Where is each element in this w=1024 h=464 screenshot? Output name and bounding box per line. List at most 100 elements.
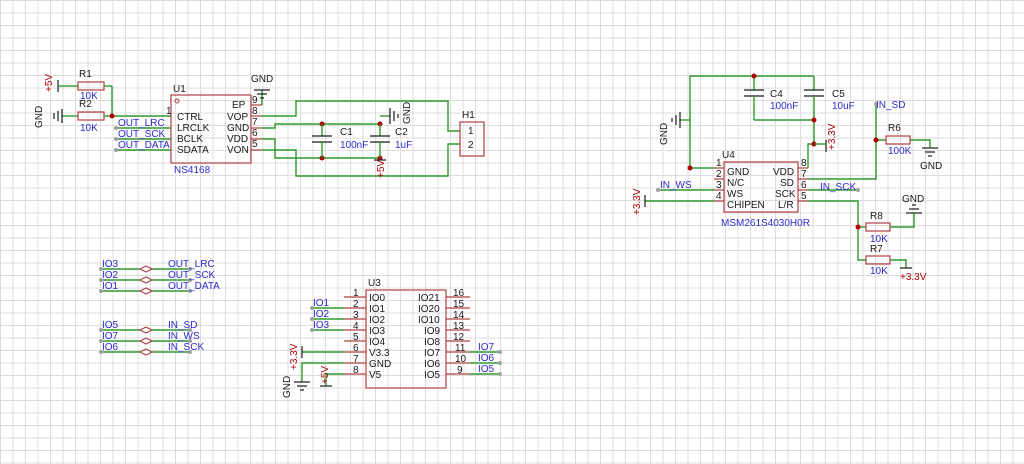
svg-text:IO9: IO9: [424, 326, 441, 337]
svg-text:12: 12: [453, 332, 465, 343]
gnd-symbol-r2: GND: [34, 106, 63, 128]
r6-value-label: 100K: [888, 146, 912, 157]
r2-value-label: 10K: [80, 123, 98, 134]
c5-capacitor[interactable]: C5 10uF: [804, 89, 855, 112]
svg-text:1: 1: [166, 106, 172, 117]
c4-capacitor[interactable]: C4 100nF: [744, 89, 798, 112]
r8-resistor[interactable]: R8 10K: [865, 211, 915, 245]
net-label-in-ws: IN_WS: [660, 180, 692, 191]
r7-resistor[interactable]: R7 10K: [865, 244, 907, 277]
svg-text:4: 4: [353, 321, 359, 332]
svg-text:IO20: IO20: [418, 304, 440, 315]
r8-value-label: 10K: [870, 234, 888, 245]
gnd-symbol-u3: GND: [282, 362, 344, 398]
svg-text:IO3: IO3: [369, 326, 386, 337]
p5v-symbol-r1: +5V: [44, 74, 62, 92]
svg-text:IO6: IO6: [102, 342, 119, 353]
svg-text:IO1: IO1: [102, 281, 119, 292]
svg-text:+3.3V: +3.3V: [632, 188, 643, 215]
net-label-io1: IO1: [313, 298, 330, 309]
out-links: IO3 IO2 IO1 OUT_LRC OUT_SCK OUT_DATA: [99, 259, 220, 295]
u4-chip[interactable]: U4 MSM261S4030H0R 1 2 3 4 GND N/C WS CHI…: [714, 150, 810, 229]
svg-text:IN_SD: IN_SD: [168, 320, 197, 331]
r8-ref-label: R8: [870, 211, 883, 222]
svg-text:+5V: +5V: [44, 74, 55, 92]
r2-resistor[interactable]: R2 10K: [62, 99, 112, 134]
u3-module[interactable]: U3 1 2 3 4 5 6 7 8 IO0 IO1 IO2 IO3 IO4 V…: [344, 278, 470, 389]
svg-text:IO8: IO8: [424, 337, 441, 348]
svg-text:GND: GND: [34, 106, 45, 128]
gnd-symbol-u1: GND: [251, 74, 273, 105]
net-label-out-lrc: OUT_LRC: [118, 118, 165, 129]
svg-text:9: 9: [252, 95, 258, 106]
svg-text:2: 2: [353, 299, 359, 310]
svg-text:6: 6: [801, 180, 807, 191]
u1-chip[interactable]: U1 NS4168 CTRL LRCLK BCLK SDATA 1 EP VOP…: [166, 84, 262, 176]
p33v-symbol-chipen: +3.3V: [632, 188, 714, 215]
r1-resistor[interactable]: R1 10K: [62, 69, 112, 102]
svg-text:CTRL: CTRL: [177, 112, 204, 123]
r6-ref-label: R6: [888, 123, 901, 134]
c4-value-label: 100nF: [770, 101, 798, 112]
svg-text:5: 5: [252, 139, 258, 150]
in-links: IO5 IO7 IO6 IN_SD IN_WS IN_SCK: [99, 320, 204, 356]
h1-connector[interactable]: H1 1 2: [459, 110, 485, 157]
svg-text:LRCLK: LRCLK: [177, 123, 210, 134]
svg-text:1: 1: [353, 288, 359, 299]
svg-text:GND: GND: [369, 359, 391, 370]
svg-text:9: 9: [457, 365, 463, 376]
svg-text:SDATA: SDATA: [177, 145, 209, 156]
svg-text:6: 6: [252, 128, 258, 139]
svg-text:OUT_LRC: OUT_LRC: [168, 259, 215, 270]
svg-text:IO0: IO0: [369, 293, 386, 304]
svg-text:OUT_DATA: OUT_DATA: [168, 281, 220, 292]
svg-text:OUT_SCK: OUT_SCK: [168, 270, 216, 281]
svg-text:IO10: IO10: [418, 315, 440, 326]
svg-text:IO21: IO21: [418, 293, 440, 304]
svg-text:CHIPEN: CHIPEN: [727, 200, 765, 211]
svg-text:7: 7: [252, 117, 258, 128]
c1-capacitor[interactable]: C1 100nF: [312, 124, 368, 158]
svg-text:GND: GND: [282, 376, 293, 398]
svg-text:8: 8: [801, 158, 807, 169]
svg-text:SCK: SCK: [775, 189, 796, 200]
svg-text:SD: SD: [780, 178, 794, 189]
c5-value-label: 10uF: [832, 101, 855, 112]
u4-ref-label: U4: [722, 150, 735, 161]
svg-text:GND: GND: [727, 167, 749, 178]
net-label-io6: IO6: [478, 353, 495, 364]
svg-text:V5: V5: [369, 370, 382, 381]
svg-text:IO7: IO7: [424, 348, 441, 359]
svg-text:3: 3: [353, 310, 359, 321]
svg-text:N/C: N/C: [727, 178, 744, 189]
svg-text:WS: WS: [727, 189, 743, 200]
r2-ref-label: R2: [79, 99, 92, 110]
r6-resistor[interactable]: R6 100K: [885, 123, 931, 157]
p5v-symbol-u3: +5V: [320, 366, 344, 387]
net-label-io3: IO3: [313, 320, 330, 331]
net-label-out-data: OUT_DATA: [118, 140, 170, 151]
svg-text:IN_WS: IN_WS: [168, 331, 200, 342]
u3-ref-label: U3: [368, 278, 381, 289]
svg-text:VDD: VDD: [773, 167, 794, 178]
p5v-symbol-c2: +5V: [374, 159, 387, 178]
c1-value-label: 100nF: [340, 140, 368, 151]
svg-text:IO5: IO5: [102, 320, 119, 331]
p33v-symbol-u4: +3.3V: [814, 123, 838, 152]
net-label-out-sck: OUT_SCK: [118, 129, 166, 140]
svg-text:IO5: IO5: [424, 370, 441, 381]
svg-text:7: 7: [801, 169, 807, 180]
svg-text:2: 2: [468, 140, 474, 151]
svg-text:8: 8: [252, 106, 258, 117]
svg-text:1: 1: [468, 126, 474, 137]
svg-text:VON: VON: [227, 145, 249, 156]
svg-text:IN_SCK: IN_SCK: [168, 342, 204, 353]
svg-text:5: 5: [353, 332, 359, 343]
svg-text:14: 14: [453, 310, 465, 321]
c4-ref-label: C4: [770, 89, 783, 100]
c2-capacitor[interactable]: C2 1uF: [370, 124, 412, 158]
svg-text:IO4: IO4: [369, 337, 386, 348]
svg-text:IO6: IO6: [424, 359, 441, 370]
svg-text:15: 15: [453, 299, 465, 310]
